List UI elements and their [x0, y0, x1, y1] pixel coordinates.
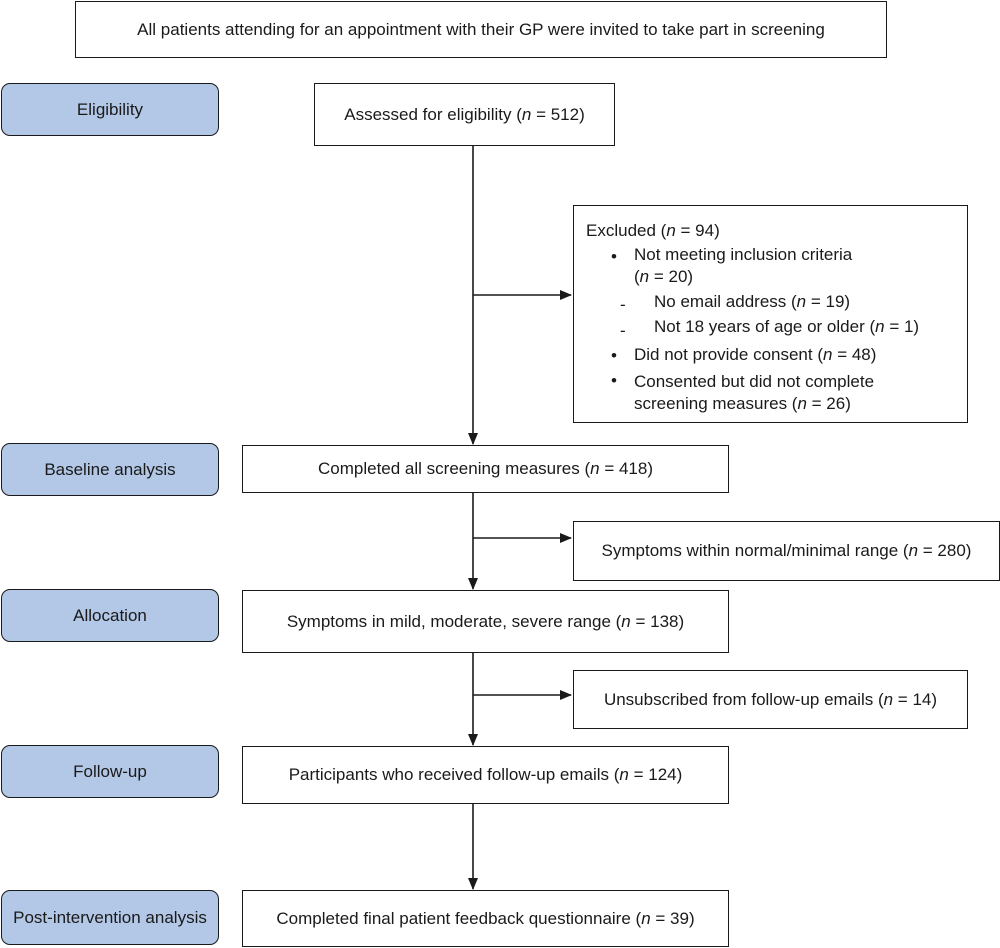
top-banner: All patients attending for an appointmen…: [75, 1, 887, 58]
final-feedback-box: Completed final patient feedback questio…: [242, 890, 729, 947]
excluded-no-email: No email address (n = 19): [654, 292, 851, 311]
stage-post-label: Post-intervention analysis: [13, 907, 207, 927]
dash-icon: -: [620, 295, 626, 314]
stage-followup-label: Follow-up: [73, 761, 147, 781]
normal-range-box: Symptoms within normal/minimal range (n …: [573, 521, 1000, 581]
unsubscribed-text: Unsubscribed from follow-up emails (n = …: [603, 689, 938, 709]
excluded-no-consent: Did not provide consent (n = 48): [634, 345, 877, 364]
excluded-consented-line1: Consented but did not complete: [634, 372, 875, 391]
excluded-box: Excluded (n = 94) • Not meeting inclusio…: [573, 205, 968, 423]
received-followup-box: Participants who received follow-up emai…: [242, 746, 729, 804]
excluded-consented-line2: screening measures (n = 26): [634, 394, 851, 413]
completed-screening-box: Completed all screening measures (n = 41…: [242, 445, 729, 493]
bullet-icon: •: [611, 371, 617, 390]
dash-icon: -: [620, 321, 626, 340]
excluded-not-18: Not 18 years of age or older (n = 1): [654, 317, 920, 336]
mild-severe-text: Symptoms in mild, moderate, severe range…: [286, 611, 685, 631]
stage-baseline-label: Baseline analysis: [44, 459, 176, 479]
stage-eligibility-label: Eligibility: [76, 99, 144, 119]
received-followup-text: Participants who received follow-up emai…: [288, 765, 683, 784]
excluded-not-meeting-line2: (n = 20): [634, 267, 694, 286]
unsubscribed-box: Unsubscribed from follow-up emails (n = …: [573, 670, 968, 729]
excluded-not-meeting-line1: Not meeting inclusion criteria: [634, 245, 853, 264]
bullet-icon: •: [611, 346, 617, 365]
stage-allocation: Allocation: [1, 589, 219, 642]
stage-post-intervention-analysis: Post-intervention analysis: [1, 890, 219, 945]
assessed-text: Assessed for eligibility (n = 512): [344, 104, 585, 124]
assessed-box: Assessed for eligibility (n = 512): [314, 83, 615, 146]
stage-baseline-analysis: Baseline analysis: [1, 443, 219, 496]
mild-severe-box: Symptoms in mild, moderate, severe range…: [242, 590, 729, 653]
excluded-title: Excluded (n = 94): [586, 221, 720, 240]
stage-allocation-label: Allocation: [73, 605, 147, 625]
top-banner-text: All patients attending for an appointmen…: [137, 19, 825, 39]
final-feedback-text: Completed final patient feedback questio…: [276, 908, 695, 928]
bullet-icon: •: [611, 247, 617, 266]
stage-follow-up: Follow-up: [1, 745, 219, 798]
stage-eligibility: Eligibility: [1, 83, 219, 136]
completed-screening-text: Completed all screening measures (n = 41…: [318, 459, 653, 478]
normal-range-text: Symptoms within normal/minimal range (n …: [601, 541, 972, 560]
